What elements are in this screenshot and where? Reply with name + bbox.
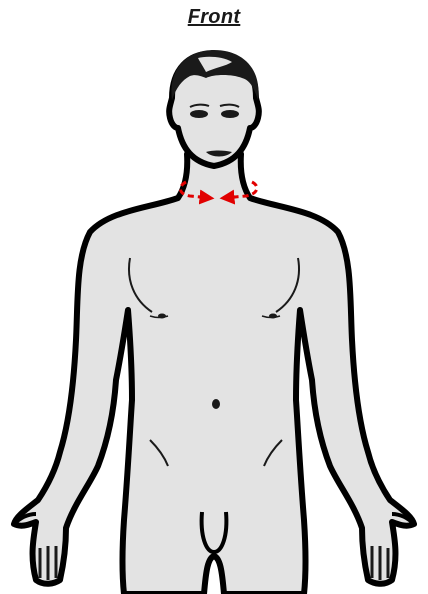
right-eye	[221, 110, 239, 118]
groin	[202, 512, 227, 552]
left-eye	[190, 110, 208, 118]
navel	[212, 399, 220, 409]
